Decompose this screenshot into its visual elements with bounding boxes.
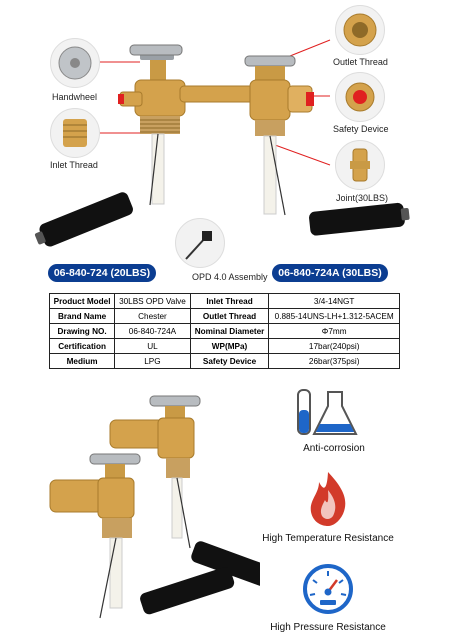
product-illustration-bottom <box>49 395 260 619</box>
left-valve <box>34 44 186 247</box>
spec-key: Inlet Thread <box>189 293 270 309</box>
opd-label: OPD 4.0 Assembly <box>192 272 268 282</box>
model-label-right: 06-840-724A (30LBS) <box>272 264 388 282</box>
spec-key: Product Model <box>48 293 116 309</box>
spec-value: 3/4-14NGT <box>268 293 400 309</box>
safety-device-label: Safety Device <box>333 124 389 134</box>
spec-key: Nominal Diameter <box>189 323 270 339</box>
anti-corrosion-label: Anti-corrosion <box>303 443 365 454</box>
inlet-thread-callout-image <box>50 108 100 158</box>
spec-key: WP(MPa) <box>189 338 270 354</box>
spec-key: Brand Name <box>48 308 116 324</box>
flask-icon <box>297 389 358 435</box>
product-illustration-top <box>34 39 410 247</box>
spec-value: Chester <box>114 308 191 324</box>
spec-value: Φ7mm <box>268 323 400 339</box>
joint-callout-image <box>335 140 385 190</box>
gauge-icon <box>303 564 353 614</box>
spec-value: 0.885-14UNS-LH+1.312-5ACEM <box>268 308 400 324</box>
spec-value: LPG <box>114 353 191 369</box>
spec-key: Safety Device <box>189 353 270 369</box>
spec-key: Outlet Thread <box>189 308 270 324</box>
flame-icon <box>310 472 346 526</box>
outlet-thread-label: Outlet Thread <box>333 57 388 67</box>
spec-key: Drawing NO. <box>48 323 116 339</box>
outlet-thread-callout-image <box>335 5 385 55</box>
handwheel-label: Handwheel <box>52 92 98 102</box>
opd-callout-image <box>175 218 225 268</box>
spec-value: 30LBS OPD Valve <box>114 293 191 309</box>
high-pressure-label: High Pressure Resistance <box>270 622 386 633</box>
joint-label: Joint(30LBS) <box>336 193 389 203</box>
spec-key: Medium <box>48 353 116 369</box>
spec-value: 06-840-724A <box>114 323 191 339</box>
spec-value: UL <box>114 338 191 354</box>
handwheel-callout-image <box>50 38 100 88</box>
spec-value: 17bar(240psi) <box>268 338 400 354</box>
spec-value: 26bar(375psi) <box>268 353 400 369</box>
model-label-left: 06-840-724 (20LBS) <box>48 264 156 282</box>
safety-device-callout-image <box>335 72 385 122</box>
high-temperature-label: High Temperature Resistance <box>262 533 394 544</box>
spec-key: Certification <box>48 338 116 354</box>
right-valve <box>244 55 410 236</box>
inlet-thread-label: Inlet Thread <box>50 160 98 170</box>
